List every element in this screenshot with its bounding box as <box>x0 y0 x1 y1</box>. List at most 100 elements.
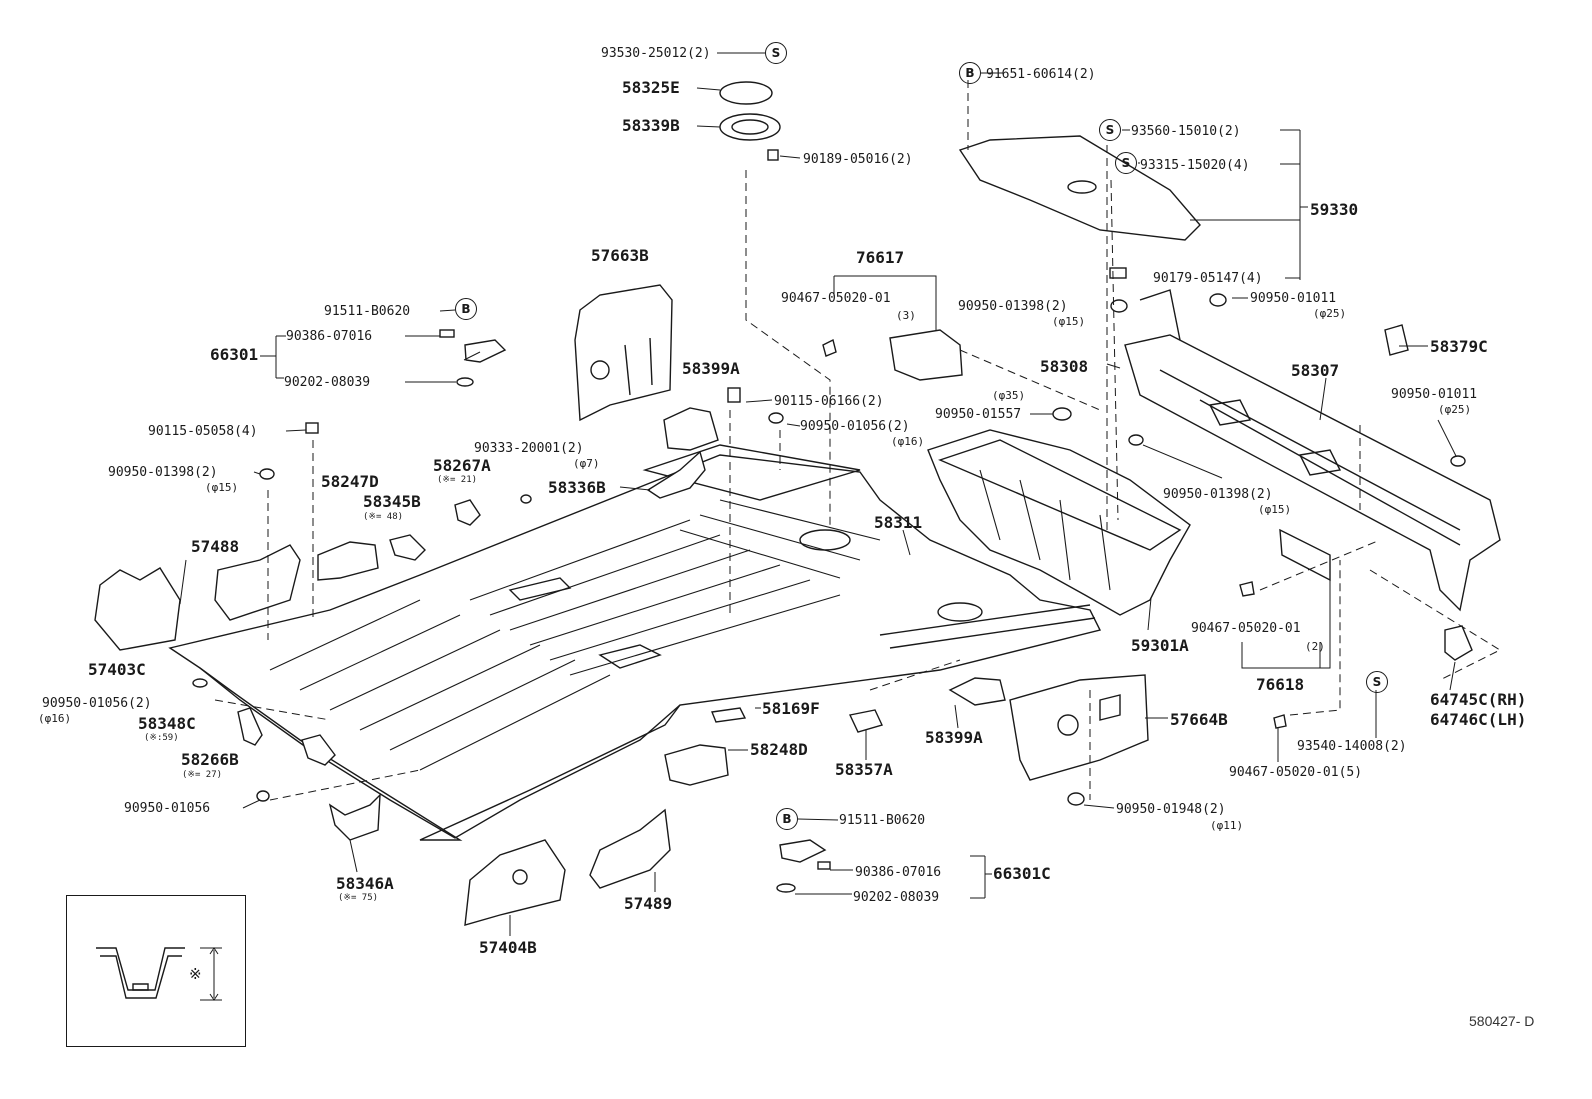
part-label-c62: 93540-14008(2) <box>1297 739 1407 754</box>
part-label-c72: 90386-07016 <box>855 865 942 880</box>
part-label-c35: (φ7) <box>573 457 600 470</box>
part-label-c30: (φ25) <box>1438 403 1472 416</box>
part-label-c22: 58399A <box>682 359 740 378</box>
part-label-c53: 64745C(RH) <box>1430 690 1527 709</box>
part-label-c47: 57488 <box>191 537 240 556</box>
part-label-c40: 58247D <box>321 472 379 491</box>
part-label-c09: 57663B <box>591 246 649 265</box>
panel-76617 <box>889 329 963 381</box>
part-label-c54: 64746C(LH) <box>1430 710 1527 729</box>
part-label-c37: (※= 21) <box>437 475 478 485</box>
clip-58345B <box>389 534 426 561</box>
part-label-c38: 90950-01398(2) <box>108 465 218 480</box>
part-label-c75: 58346A <box>336 874 394 893</box>
part-label-c49: 59301A <box>1131 636 1189 655</box>
marker-b-icon: B <box>959 62 981 84</box>
marker-s-icon: S <box>1099 119 1121 141</box>
bracket-57663B <box>574 284 673 422</box>
plate-58339B <box>719 113 781 141</box>
inset-box <box>66 895 246 1047</box>
hook-66301 <box>439 329 507 387</box>
part-label-c74: 90202-08039 <box>853 890 940 905</box>
part-label-c23: 58308 <box>1040 357 1089 376</box>
part-label-c26: (φ35) <box>992 389 1026 402</box>
part-label-c52: 76618 <box>1256 675 1305 694</box>
bracket-58399A-upper <box>663 407 719 451</box>
part-label-c27: 90115-06166(2) <box>774 394 884 409</box>
bracket-58248D <box>664 744 729 786</box>
part-label-c65: 58248D <box>750 740 808 759</box>
marker-s-icon: S <box>1115 152 1137 174</box>
part-label-c33: 90115-05058(4) <box>148 424 258 439</box>
marker-b-icon: B <box>776 808 798 830</box>
floor-pan-58311 <box>168 444 1102 841</box>
part-label-c42: (※= 48) <box>363 512 404 522</box>
part-label-c67: 90467-05020-01(5) <box>1229 765 1363 780</box>
part-label-c13: (3) <box>896 309 916 322</box>
part-label-c63: 58266B <box>181 750 239 769</box>
part-label-c45: (φ15) <box>1258 503 1292 516</box>
part-label-c32: (φ16) <box>891 435 925 448</box>
part-label-c05: 91651-60614(2) <box>986 67 1096 82</box>
marker-s-icon: S <box>765 42 787 64</box>
clip-58267A <box>454 499 481 526</box>
part-label-c55: 90950-01056(2) <box>42 696 152 711</box>
part-label-c44: 90950-01398(2) <box>1163 487 1273 502</box>
part-label-c04: 90189-05016(2) <box>803 152 913 167</box>
hook-66301C <box>776 839 831 893</box>
part-label-c10: 76617 <box>856 248 905 267</box>
part-label-c51: (2) <box>1305 640 1325 653</box>
tire-cover-59330 <box>958 135 1201 241</box>
clip-58348C <box>237 707 263 746</box>
part-label-c58: (※:59) <box>144 733 179 743</box>
inset-symbol: ※ <box>189 965 202 983</box>
part-label-c76: (※= 75) <box>338 893 379 903</box>
bracket-58169F <box>711 707 747 723</box>
cap-58379C <box>1384 324 1409 356</box>
part-label-c70: (φ11) <box>1210 819 1244 832</box>
clip-58266B <box>301 734 336 766</box>
part-label-c15: (φ15) <box>1052 315 1086 328</box>
alignment-lines <box>214 80 1502 801</box>
cover-64745C <box>1444 625 1473 661</box>
part-label-c01: 93530-25012(2) <box>601 46 711 61</box>
part-label-c08: 59330 <box>1310 200 1359 219</box>
part-label-c03: 58339B <box>622 116 680 135</box>
part-label-c25: 58379C <box>1430 337 1488 356</box>
part-label-c17: (φ25) <box>1313 307 1347 320</box>
panel-76618 <box>1279 528 1331 582</box>
part-label-c43: 58336B <box>548 478 606 497</box>
bracket-57488 <box>214 544 301 621</box>
part-label-c31: 90950-01056(2) <box>800 419 910 434</box>
part-label-c07: 93315-15020(4) <box>1140 158 1250 173</box>
part-label-c60: 58399A <box>925 728 983 747</box>
clip-58346A <box>328 793 381 841</box>
part-label-c78: 57404B <box>479 938 537 957</box>
part-label-c41: 58345B <box>363 492 421 511</box>
crossmember-58307 <box>1124 289 1501 612</box>
part-label-c19: 90386-07016 <box>286 329 373 344</box>
part-label-c46: 58311 <box>874 513 923 532</box>
document-id: 580427- D <box>1469 1013 1535 1029</box>
bracket-57664B <box>1009 674 1149 781</box>
part-label-c12: 90467-05020-01 <box>781 291 891 306</box>
part-label-c77: 57489 <box>624 894 673 913</box>
part-label-c64: (※= 27) <box>182 770 223 780</box>
part-label-c59: 58169F <box>762 699 820 718</box>
part-label-c61: 57664B <box>1170 710 1228 729</box>
part-label-c50: 90467-05020-01 <box>1191 621 1301 636</box>
part-label-c73: 66301C <box>993 864 1051 883</box>
part-label-c29: 90950-01011 <box>1391 387 1478 402</box>
inset-clip-profile <box>96 947 222 1001</box>
bracket-57404B <box>464 839 566 926</box>
part-label-c48: 57403C <box>88 660 146 679</box>
part-label-c69: 90950-01948(2) <box>1116 802 1226 817</box>
bracket-58399A-lower <box>948 677 1006 706</box>
part-label-c06: 93560-15010(2) <box>1131 124 1241 139</box>
plate-58325E <box>719 81 773 105</box>
part-label-c71: 91511-B0620 <box>839 813 926 828</box>
bracket-58336B <box>646 450 706 499</box>
part-label-c39: (φ15) <box>205 481 239 494</box>
